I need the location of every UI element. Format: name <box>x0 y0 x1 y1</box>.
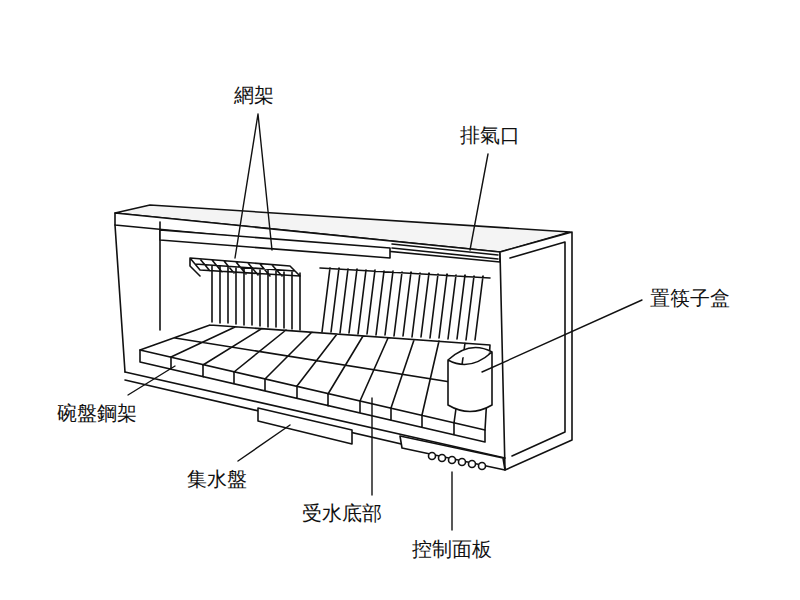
top-front-rail <box>115 213 500 262</box>
leader-line <box>470 154 488 250</box>
side-inner-edge <box>510 242 565 456</box>
leader-lines <box>128 114 642 530</box>
control-buttons <box>429 453 486 470</box>
part-label: 碗盤鋼架 <box>55 400 139 426</box>
plate-slats <box>320 268 490 340</box>
control-panel <box>400 436 505 470</box>
chopstick-box <box>448 348 492 412</box>
part-label: 集水盤 <box>185 466 249 492</box>
leader-line <box>451 472 452 530</box>
leader-line <box>371 398 372 495</box>
part-label: 排氣口 <box>458 122 522 148</box>
part-label: 控制面板 <box>410 536 494 562</box>
part-label: 受水底部 <box>300 500 384 526</box>
cabinet-left-edge <box>115 225 125 372</box>
leader-line <box>482 300 642 372</box>
cabinet-side <box>500 232 572 470</box>
part-label: 置筷子盒 <box>648 285 732 311</box>
water-tray <box>258 408 352 444</box>
shelf-bar <box>160 230 390 258</box>
leader-line <box>235 114 272 258</box>
part-label: 網架 <box>232 82 276 108</box>
back-slats <box>212 266 300 330</box>
leader-line <box>238 425 290 461</box>
exhaust-vent <box>392 244 498 259</box>
leader-line <box>128 366 175 395</box>
